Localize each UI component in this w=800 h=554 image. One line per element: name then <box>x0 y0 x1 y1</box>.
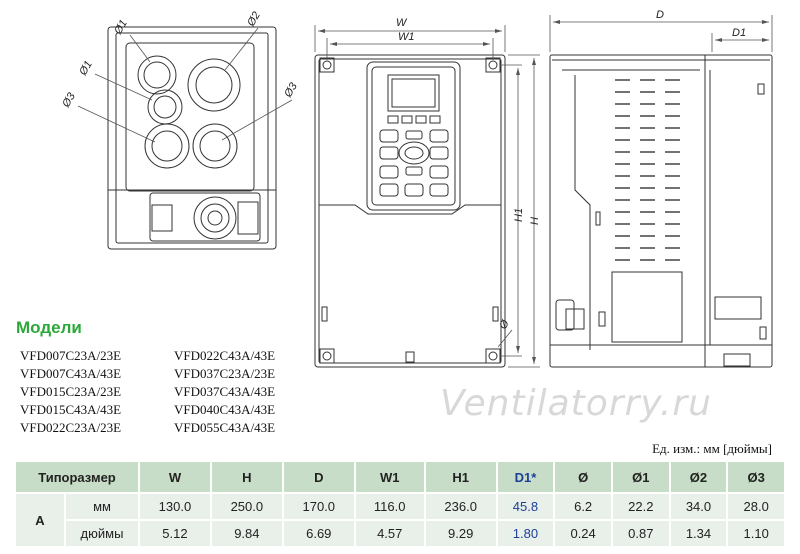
header-phi3: Ø3 <box>726 460 786 494</box>
header-phi: Ø <box>553 460 613 494</box>
model-item: VFD037C23A/23E <box>174 366 276 381</box>
model-item: VFD015C43A/43E <box>20 402 122 417</box>
header-w: W <box>138 460 212 494</box>
dim-label-phi1: Ø1 <box>77 59 95 79</box>
model-item: VFD022C43A/43E <box>174 348 276 363</box>
value-cell: 1.34 <box>668 519 729 548</box>
value-cell: 1.10 <box>726 519 786 548</box>
table-row: A мм 130.0 250.0 170.0 116.0 236.0 45.8 … <box>14 492 786 548</box>
dim-label-phi3-left: Ø3 <box>60 90 79 110</box>
value-cell: 6.69 <box>281 519 356 548</box>
header-phi2: Ø2 <box>668 460 729 494</box>
header-frame-size: Типоразмер <box>14 460 140 494</box>
value-cell: 4.57 <box>353 519 426 548</box>
table-header-row: Типоразмер W H D W1 H1 D1* Ø Ø1 Ø2 Ø3 <box>14 460 786 494</box>
value-cell: 34.0 <box>668 492 729 521</box>
header-w1: W1 <box>353 460 426 494</box>
header-phi1: Ø1 <box>610 460 671 494</box>
header-d1: D1* <box>495 460 556 494</box>
dim-label-phi2: Ø2 <box>245 10 263 30</box>
value-cell: 0.87 <box>610 519 671 548</box>
value-cell: 5.12 <box>138 519 212 548</box>
value-cell: 1.80 <box>495 519 556 548</box>
model-item: VFD007C23A/23E <box>20 348 122 363</box>
value-cell: 6.2 <box>553 492 613 521</box>
dim-label-h: H <box>529 217 541 225</box>
frame-cell: A <box>14 492 66 548</box>
watermark-text: Ventilatorry.ru <box>440 383 712 424</box>
front-view-drawing <box>314 54 506 368</box>
dim-label-d: D <box>656 9 664 21</box>
model-item: VFD037C43A/43E <box>174 384 276 399</box>
side-view-drawing <box>549 54 773 368</box>
value-cell: 28.0 <box>726 492 786 521</box>
value-cell: 45.8 <box>495 492 556 521</box>
unit-cell: мм <box>64 492 140 521</box>
table-row: дюймы 5.12 9.84 6.69 4.57 9.29 1.80 0.24… <box>15 519 786 548</box>
value-cell: 0.24 <box>553 519 613 548</box>
model-item: VFD015C23A/23E <box>20 384 122 399</box>
value-cell: 130.0 <box>138 492 212 521</box>
models-title: Модели <box>16 318 82 337</box>
value-cell: 250.0 <box>209 492 284 521</box>
value-cell: 9.84 <box>209 519 284 548</box>
model-item: VFD055C43A/43E <box>174 420 276 435</box>
units-note: Ед. изм.: мм [дюймы] <box>652 441 772 456</box>
value-cell: 22.2 <box>610 492 671 521</box>
model-item: VFD040C43A/43E <box>174 402 276 417</box>
dim-label-w: W <box>396 17 408 29</box>
dimensions-table: Типоразмер W H D W1 H1 D1* Ø Ø1 Ø2 Ø3 A … <box>14 460 786 548</box>
model-item: VFD007C43A/43E <box>20 366 122 381</box>
dim-label-w1: W1 <box>398 31 415 43</box>
bottom-view-drawing <box>107 26 277 250</box>
dim-label-phi3-right: Ø3 <box>282 80 301 100</box>
model-item: VFD022C23A/23E <box>20 420 122 435</box>
value-cell: 116.0 <box>353 492 426 521</box>
header-d: D <box>281 460 356 494</box>
header-h: H <box>209 460 284 494</box>
models-list: VFD007C23A/23E VFD007C43A/43E VFD015C23A… <box>20 347 316 437</box>
value-cell: 9.29 <box>423 519 498 548</box>
header-h1: H1 <box>423 460 498 494</box>
value-cell: 236.0 <box>423 492 498 521</box>
dim-label-h1: H1 <box>513 208 525 222</box>
value-cell: 170.0 <box>281 492 356 521</box>
technical-drawings: W W1 D D1 H H1 Ø1 Ø2 Ø1 Ø3 Ø3 Ø <box>60 9 773 368</box>
unit-cell: дюймы <box>64 519 140 548</box>
models-column-right: VFD022C43A/43E VFD037C23A/23E VFD037C43A… <box>174 347 316 437</box>
dim-label-phi1-top: Ø1 <box>112 18 130 38</box>
dim-label-d1: D1 <box>732 27 746 39</box>
models-column-left: VFD007C23A/23E VFD007C43A/43E VFD015C23A… <box>20 347 162 437</box>
